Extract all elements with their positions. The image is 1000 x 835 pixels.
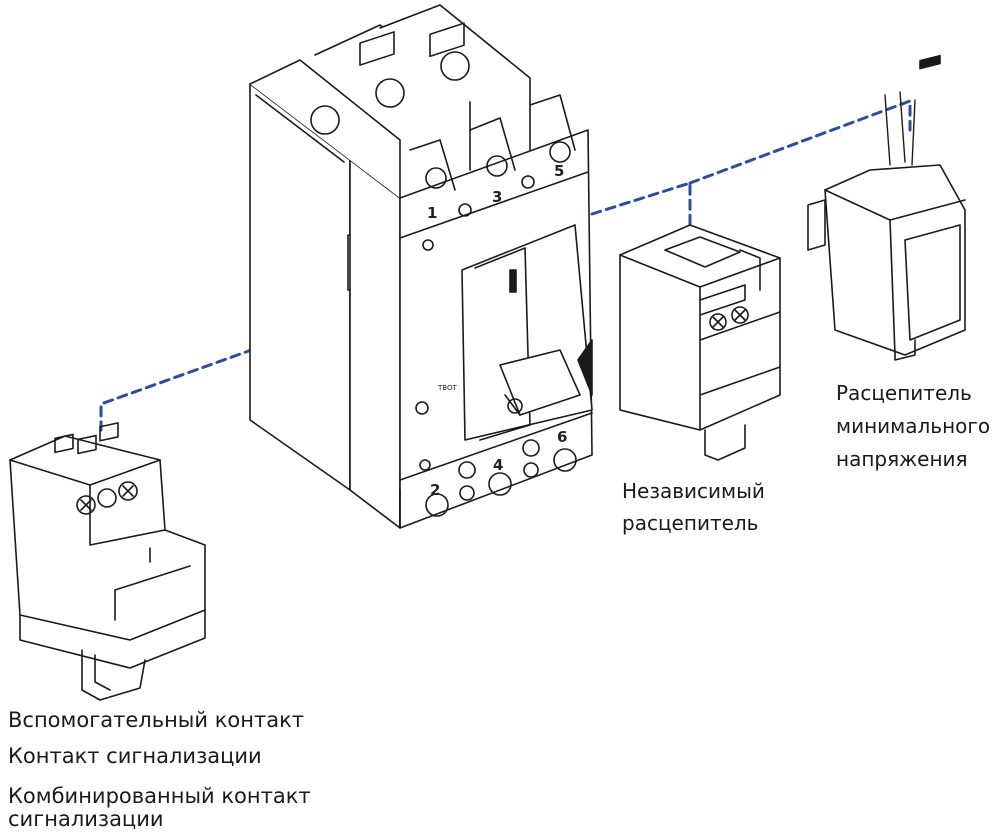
terminal-number-6: 6 (557, 428, 567, 446)
label-undervoltage-release: Расцепитель (836, 381, 972, 405)
breaker-handle (461, 224, 593, 441)
auxiliary-contact-module (9, 422, 206, 701)
terminal-number-4: 4 (493, 456, 503, 474)
shunt-release-module (619, 224, 781, 461)
connector-line-undervoltage (688, 99, 912, 185)
label-auxiliary-contact: Вспомогательный контакт (8, 708, 304, 732)
connector-line-auxiliary (99, 332, 298, 432)
connector-lines (99, 99, 912, 432)
terminal-number-3: 3 (492, 188, 502, 206)
label-undervoltage-release-line3: напряжения (836, 447, 968, 471)
terminal-number-1: 1 (427, 204, 437, 222)
label-shunt-release-line2: расцепитель (622, 511, 759, 535)
bottom-terminals (399, 439, 577, 529)
terminal-number-5: 5 (554, 162, 564, 180)
label-undervoltage-release-line2: минимального (836, 414, 991, 438)
label-signal-contact: Контакт сигнализации (8, 744, 262, 768)
connector-line-shunt (590, 181, 692, 240)
label-combined-contact: Комбинированный контакт (8, 784, 311, 808)
circuit-breaker: TBOT 1 3 5 2 4 6 (249, 4, 593, 529)
label-shunt-release: Независимый (622, 479, 765, 503)
terminal-number-2: 2 (430, 481, 440, 499)
top-lugs (310, 22, 576, 191)
undervoltage-release-module (807, 54, 966, 361)
brand-mark: TBOT (437, 384, 457, 392)
label-combined-contact-line2: сигнализации (8, 807, 164, 831)
